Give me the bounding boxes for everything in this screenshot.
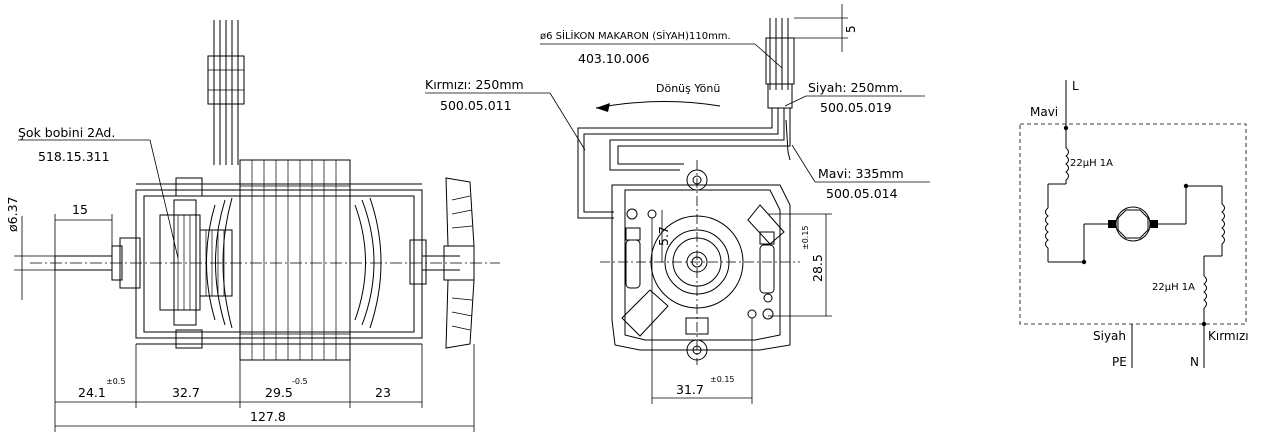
shaft-diameter-dim: ø6.37 <box>5 197 55 300</box>
terminal-pe: PE <box>1112 355 1127 369</box>
shaft-length-dim: 15 <box>54 202 113 256</box>
dim-5-7: 5.7 <box>656 210 671 262</box>
terminal-l: L <box>1072 79 1079 93</box>
side-view: Şok bobini 2Ad. 518.15.311 ø6.37 15 <box>5 20 500 432</box>
shock-coil-callout: Şok bobini 2Ad. 518.15.311 <box>18 125 179 259</box>
windings <box>206 197 382 329</box>
red-wire-label: Kırmızı: 250mm <box>425 77 524 92</box>
bottom-dims: 24.1 ±0.5 32.7 29.5 -0.5 23 127.8 <box>54 270 475 432</box>
dim-29-5: 29.5 <box>265 385 293 400</box>
shaft-length-text: 15 <box>72 202 88 217</box>
wire-end-dim: 5 <box>794 4 858 52</box>
dim-28-5: 28.5 ±0.15 <box>768 213 832 317</box>
dim-31-7: 31.7 ±0.15 <box>651 218 753 404</box>
front-view: 5 ø6 SİLİKON MAKARON (SİYAH)110mm. 403.1… <box>425 4 930 404</box>
shaft-diameter-text: ø6.37 <box>5 197 20 232</box>
dim-31-7-tol: ±0.15 <box>710 375 735 384</box>
sleeve-callout: ø6 SİLİKON MAKARON (SİYAH)110mm. 403.10.… <box>540 29 783 69</box>
dim-28-5-text: 28.5 <box>810 254 825 282</box>
wire-black-label: Siyah <box>1093 329 1126 343</box>
front-wire-bundle <box>765 18 795 109</box>
dim-29-5-tol: -0.5 <box>292 377 308 386</box>
dim-31-7-text: 31.7 <box>676 382 704 397</box>
wiring-schematic: L Mavi 22μH 1A 22μH 1A <box>1019 79 1249 369</box>
shaft <box>30 237 500 289</box>
dim-5-7-text: 5.7 <box>656 226 671 246</box>
black-wire-label: Siyah: 250mm. <box>808 80 903 95</box>
overall-length: 127.8 <box>250 409 286 424</box>
wire-end-dim-text: 5 <box>844 25 858 33</box>
red-wire-code: 500.05.011 <box>440 98 512 113</box>
dim-28-5-tol: ±0.15 <box>801 225 810 250</box>
black-wire-code: 500.05.019 <box>820 100 892 115</box>
dim-32-7: 32.7 <box>172 385 200 400</box>
blue-wire-callout: Mavi: 335mm 500.05.014 <box>791 144 930 201</box>
motor-face <box>600 160 800 365</box>
sleeve-code: 403.10.006 <box>578 51 650 66</box>
routed-wires <box>577 108 791 219</box>
wire-red-label: Kırmızı <box>1208 329 1249 343</box>
coil-top-label: 22μH 1A <box>1070 158 1113 169</box>
stator-stack <box>239 159 351 361</box>
coil-bottom-label: 22μH 1A <box>1152 282 1195 293</box>
shock-coil-code: 518.15.311 <box>38 149 110 164</box>
rotation-label: Dönüş Yönü <box>656 82 720 95</box>
red-wire-callout: Kırmızı: 250mm 500.05.011 <box>425 77 586 151</box>
rotation-callout: Dönüş Yönü <box>595 82 720 112</box>
dim-24-1: 24.1 <box>78 385 106 400</box>
side-wires <box>207 20 245 165</box>
blue-wire-label: Mavi: 335mm <box>818 166 904 181</box>
motor-housing <box>135 183 423 345</box>
dim-24-1-tol: ±0.5 <box>106 377 125 386</box>
shock-coil-label: Şok bobini 2Ad. <box>18 125 115 140</box>
fan <box>443 177 475 349</box>
wire-blue-label: Mavi <box>1030 105 1058 119</box>
black-wire-callout: Siyah: 250mm. 500.05.019 <box>784 80 925 115</box>
dim-23: 23 <box>375 385 391 400</box>
sleeve-label: ø6 SİLİKON MAKARON (SİYAH)110mm. <box>540 29 731 42</box>
terminal-n: N <box>1190 355 1199 369</box>
blue-wire-code: 500.05.014 <box>826 186 898 201</box>
